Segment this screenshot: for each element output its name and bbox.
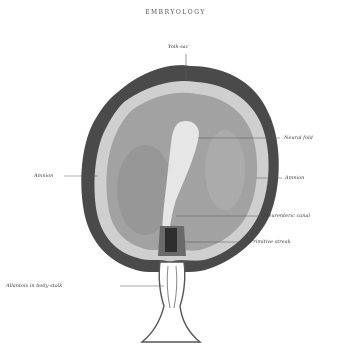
label-neural-fold: Neural fold — [284, 135, 313, 141]
body-stalk — [142, 262, 200, 342]
label-amnion-left: Amnion — [34, 173, 53, 179]
label-primitive-streak: Primitive streak — [250, 239, 291, 245]
neurenteric-canal-mark — [165, 228, 177, 252]
cavity-shade-2 — [205, 130, 245, 210]
label-allantois: Allantois in body-stalk — [6, 283, 62, 289]
label-amnion-right: Amnion — [285, 175, 304, 181]
label-neurenteric-canal: Neurenteric canal — [264, 213, 310, 219]
label-yolk-sac: Yolk-sac — [168, 44, 188, 50]
